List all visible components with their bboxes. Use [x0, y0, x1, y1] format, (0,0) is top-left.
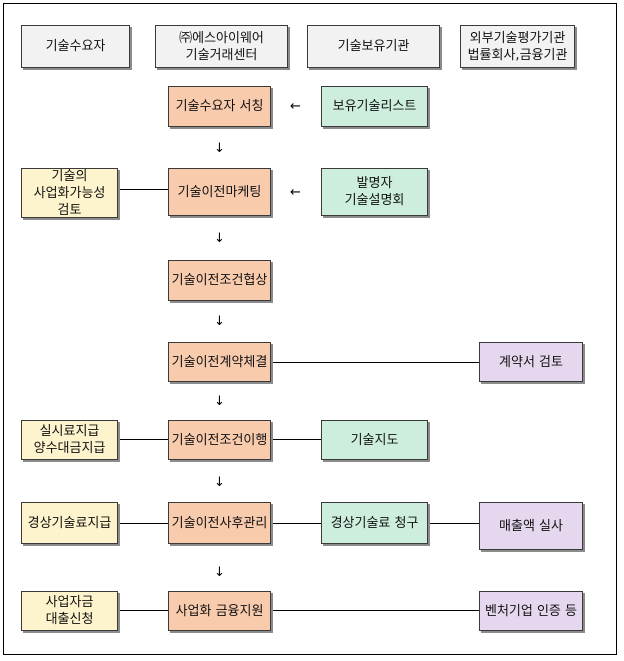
flow-search: 기술수요자 서칭 — [168, 86, 271, 127]
flow-execution: 기술이전조건이행 — [168, 420, 271, 460]
down-arrow-5: ↓ — [214, 475, 225, 490]
diagram-frame — [3, 3, 617, 655]
connector-loan-finance — [118, 610, 168, 611]
down-arrow-2: ↓ — [214, 231, 225, 246]
holder-guidance: 기술지도 — [321, 420, 428, 460]
flow-finance: 사업화 금융지원 — [168, 591, 271, 631]
external-contract-review: 계약서 검토 — [479, 342, 583, 382]
left-arrow-briefing: ← — [290, 185, 301, 200]
flow-contract: 기술이전계약체결 — [168, 342, 271, 382]
holder-tech-list: 보유기술리스트 — [321, 86, 428, 127]
external-venture-cert: 벤처기업 인증 등 — [479, 591, 583, 631]
demand-payment: 실시료지급 양수대금지급 — [21, 420, 118, 460]
flow-marketing: 기술이전마케팅 — [168, 168, 271, 216]
demand-feasibility: 기술의 사업화가능성 검토 — [21, 168, 118, 218]
demand-royalty: 경상기술료지급 — [21, 502, 118, 544]
left-arrow-techlist: ← — [290, 99, 301, 114]
connector-royalty-management — [118, 523, 168, 524]
header-center: ㈜에스아이웨어 기술거래센터 — [155, 25, 288, 68]
external-sales-audit: 매출액 실사 — [479, 502, 583, 550]
connector-contract-review — [271, 362, 479, 363]
header-demand: 기술수요자 — [21, 25, 130, 68]
connector-payment-execution — [118, 439, 168, 440]
connector-execution-guidance — [271, 439, 321, 440]
down-arrow-6: ↓ — [214, 565, 225, 580]
holder-fee-claim: 경상기술료 청구 — [321, 502, 428, 544]
connector-finance-venture — [271, 610, 479, 611]
down-arrow-3: ↓ — [214, 314, 225, 329]
connector-management-feeclaim — [271, 523, 321, 524]
demand-loan: 사업자금 대출신청 — [21, 591, 118, 631]
header-holder: 기술보유기관 — [307, 25, 440, 68]
flow-management: 기술이전사후관리 — [168, 502, 271, 544]
connector-feeclaim-audit — [428, 523, 479, 524]
holder-briefing: 발명자 기술설명회 — [321, 168, 428, 216]
down-arrow-1: ↓ — [214, 141, 225, 156]
connector-feasibility-marketing — [118, 189, 168, 190]
header-external: 외부기술평가기관 법률회사,금융기관 — [460, 25, 575, 68]
down-arrow-4: ↓ — [214, 394, 225, 409]
flow-negotiation: 기술이전조건협상 — [168, 260, 271, 301]
